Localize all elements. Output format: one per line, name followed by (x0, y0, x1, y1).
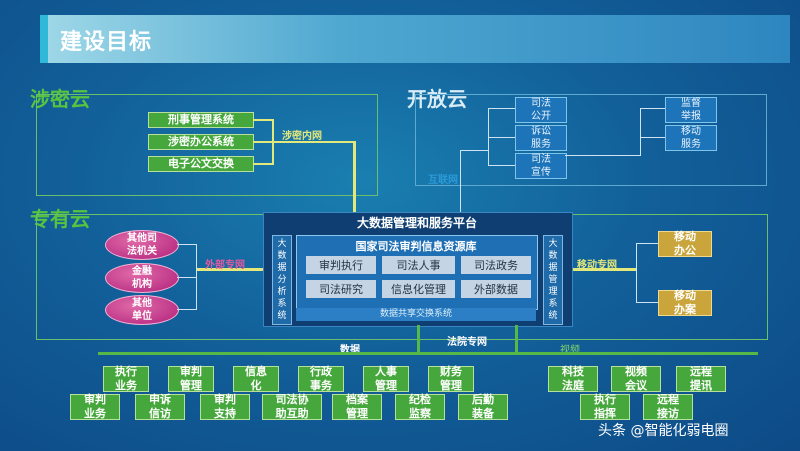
data-system: 执行 业务 (103, 365, 149, 392)
data-system: 信息 化 (233, 365, 279, 392)
resource-cell: 司法研究 (306, 280, 376, 298)
connector (640, 108, 665, 109)
video-system: 视频 会议 (611, 365, 661, 392)
connector (196, 244, 197, 310)
court-network-bus (98, 352, 758, 355)
connector (197, 268, 263, 271)
mobile-network-label: 移动专网 (577, 260, 617, 271)
data-system: 人事 管理 (363, 365, 409, 392)
management-system: 大 数 据 管 理 系 统 (543, 235, 563, 325)
resource-cell: 外部数据 (461, 280, 531, 298)
title-accent (40, 15, 48, 63)
external-org-1: 其他司 法机关 (105, 230, 179, 260)
resource-cell: 司法政务 (461, 256, 531, 274)
data-system: 审判 业务 (70, 393, 120, 420)
connector (488, 137, 515, 138)
secret-cloud-frame (36, 94, 378, 196)
connector (253, 119, 273, 121)
data-system: 行政 事务 (298, 365, 344, 392)
video-system: 远程 接访 (643, 393, 693, 420)
connector (177, 277, 197, 278)
connector (640, 137, 665, 138)
data-system: 档案 管理 (332, 393, 382, 420)
open-service-2: 诉讼 服务 (515, 125, 567, 151)
title-bar (40, 15, 790, 63)
open-cloud-frame (415, 94, 767, 186)
open-service-1: 司法 公开 (515, 97, 567, 123)
open-service-3: 司法 宣传 (515, 153, 567, 179)
connector (177, 309, 197, 310)
platform-title: 大数据管理和服务平台 (356, 216, 477, 230)
secret-system-3: 电子公文交换 (148, 156, 254, 172)
connector (640, 108, 641, 156)
connector (253, 141, 273, 143)
external-network-label: 外部专网 (205, 260, 245, 271)
connector (460, 150, 461, 212)
watermark: 头条 @智能化弱电圈 (598, 423, 729, 439)
mobile-office: 移动 办公 (658, 230, 712, 257)
resource-cell: 司法人事 (382, 256, 455, 274)
external-org-2: 金融 机构 (105, 263, 179, 293)
video-system: 远程 提讯 (676, 365, 726, 392)
page-title: 建设目标 (60, 30, 153, 55)
resource-cell: 审判执行 (306, 256, 376, 274)
secret-system-2: 涉密办公系统 (148, 134, 254, 150)
secret-network-label: 涉密内网 (282, 131, 322, 142)
data-system: 财务 管理 (428, 365, 474, 392)
video-label: 视频 (560, 345, 580, 356)
connector (488, 165, 515, 166)
data-system: 司法协 助互助 (262, 393, 322, 420)
video-system: 科技 法庭 (548, 365, 598, 392)
connector (571, 268, 636, 271)
open-network-label: 互联网 (428, 175, 458, 186)
data-system: 审判 支持 (200, 393, 250, 420)
exchange-system: 数据共享交换系统 (296, 308, 536, 321)
external-org-3: 其他 单位 (105, 295, 179, 325)
connector (177, 244, 197, 245)
connector (565, 155, 641, 156)
private-cloud-label: 专有云 (30, 207, 90, 231)
connector (488, 108, 489, 165)
open-service-5: 移动 服务 (665, 125, 717, 151)
open-cloud-label: 开放云 (407, 87, 467, 111)
court-network-label: 法院专网 (447, 337, 487, 348)
data-system: 申诉 信访 (135, 393, 185, 420)
video-system: 执行 指挥 (580, 393, 630, 420)
open-service-4: 监督 举报 (665, 97, 717, 123)
connector (417, 325, 420, 353)
connector (636, 243, 637, 303)
connector (353, 141, 356, 212)
connector (253, 163, 273, 165)
data-system: 审判 管理 (168, 365, 214, 392)
connector (488, 108, 515, 109)
data-system: 后勤 装备 (458, 393, 508, 420)
connector (515, 325, 518, 353)
analysis-system: 大 数 据 分 析 系 统 (272, 235, 292, 325)
resource-title: 国家司法审判信息资源库 (355, 240, 477, 253)
connector (636, 243, 658, 244)
connector (636, 302, 658, 303)
mobile-case: 移动 办案 (658, 289, 712, 316)
connector (460, 150, 488, 151)
connector (272, 141, 354, 143)
secret-cloud-label: 涉密云 (30, 87, 90, 111)
data-system: 纪检 监察 (395, 393, 445, 420)
data-label: 数据 (340, 345, 360, 356)
secret-system-1: 刑事管理系统 (148, 112, 254, 128)
resource-cell: 信息化管理 (382, 280, 455, 298)
